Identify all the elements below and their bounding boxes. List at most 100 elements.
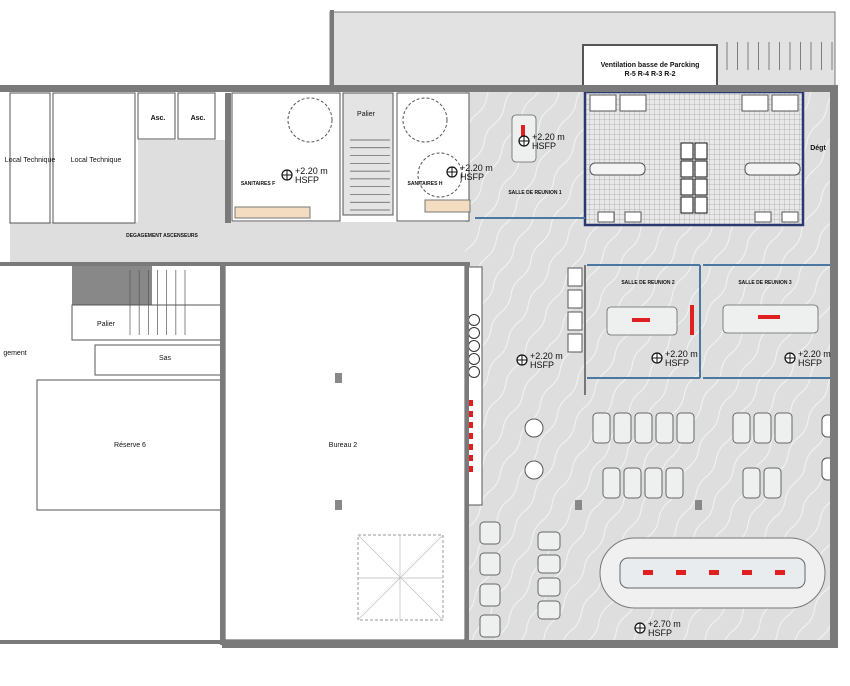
elevation-cross [517, 355, 527, 365]
round-table [524, 418, 544, 438]
label-sanitaires-h: SANITAIRES H [408, 181, 443, 187]
exterior-zone: Ventilation basse de Parcking R-5 R-4 R-… [329, 11, 836, 89]
equipment-marker [775, 570, 785, 575]
locker-column [465, 266, 583, 506]
elevation-value: +2.20 m [665, 349, 698, 359]
sink [754, 211, 772, 223]
sink [624, 211, 642, 223]
round-table [524, 460, 544, 480]
local-technique-1-room [9, 92, 51, 224]
elevation-cross [282, 170, 292, 180]
vanity-h [424, 199, 471, 213]
equipment-marker [467, 466, 473, 472]
lift-lobby-floor [138, 140, 228, 225]
label-rangement: gement [3, 350, 26, 357]
walls [0, 10, 838, 648]
label-local-technique-1: Local Technique [5, 157, 56, 164]
elevation-cross [785, 353, 795, 363]
elevation-unit: HSFP [532, 141, 556, 151]
locker [694, 196, 708, 214]
desk [665, 467, 684, 499]
skylight [357, 534, 444, 621]
phone-locker [567, 333, 583, 353]
label-palier-top: Palier [357, 111, 376, 118]
desk [774, 412, 793, 444]
desk [732, 412, 751, 444]
desk [479, 552, 501, 576]
desk [763, 467, 782, 499]
desk [634, 412, 653, 444]
desk [479, 614, 501, 638]
elevation-unit: HSFP [648, 628, 672, 638]
desk [537, 554, 561, 574]
label-salle-reunion-2: SALLE DE REUNION 2 [621, 280, 675, 286]
sanitary-fixtures [589, 94, 801, 223]
phone-locker [567, 289, 583, 309]
locker [694, 160, 708, 178]
equipment-marker [709, 570, 719, 575]
equipment-marker [467, 444, 473, 450]
desk [644, 467, 663, 499]
label-degagement: DEGAGEMENT ASCENSEURS [126, 233, 198, 239]
label-local-technique-2: Local Technique [71, 157, 122, 164]
ventilation-levels: R-5 R-4 R-3 R-2 [625, 71, 676, 78]
shower [741, 94, 769, 112]
desk [537, 531, 561, 551]
desk [742, 467, 761, 499]
equipment-marker [467, 400, 473, 406]
desk [479, 521, 501, 545]
label-degt: Dégt [810, 145, 826, 152]
locker-round [468, 340, 480, 352]
asc-1-room [137, 92, 176, 140]
label-asc-1: Asc. [151, 115, 166, 122]
equipment-marker [467, 433, 473, 439]
desk [753, 412, 772, 444]
skylight-lines [357, 534, 444, 621]
elevation-unit: HSFP [798, 358, 822, 368]
label-salle-reunion-1: SALLE DE REUNION 1 [508, 190, 562, 196]
open-space-furniture [357, 412, 835, 638]
equipment-marker [643, 570, 653, 575]
desk [537, 600, 561, 620]
sanitary-block [583, 90, 805, 227]
locker [680, 196, 694, 214]
equipment-marker [467, 411, 473, 417]
elevation-cross [652, 353, 662, 363]
elevation-unit: HSFP [530, 360, 554, 370]
elevation-cross [519, 136, 529, 146]
locker [680, 142, 694, 160]
sanitaires-f-room [231, 92, 341, 222]
shower [589, 94, 617, 112]
locker-round [468, 327, 480, 339]
elevation-unit: HSFP [295, 175, 319, 185]
stair [350, 139, 390, 211]
elevation-value: +2.20 m [530, 351, 563, 361]
label-salle-reunion-3: SALLE DE REUNION 3 [738, 280, 792, 286]
exterior-stair [726, 42, 833, 70]
locker [694, 142, 708, 160]
elevation-value: +2.20 m [460, 163, 493, 173]
locker [680, 178, 694, 196]
desk [479, 583, 501, 607]
elevation-cross [635, 623, 645, 633]
equipment-marker [632, 318, 650, 322]
desk [655, 412, 674, 444]
equipment-marker [467, 455, 473, 461]
sink [781, 211, 799, 223]
elevation-value: +2.20 m [798, 349, 831, 359]
elevation-cross [447, 167, 457, 177]
label-sanitaires-f: SANITAIRES F [241, 181, 275, 187]
sink [597, 211, 615, 223]
label-asc-2: Asc. [191, 115, 206, 122]
label-sas: Sas [159, 355, 172, 362]
equipment-marker [521, 125, 525, 145]
vanity-f [234, 206, 311, 219]
equipment-marker [467, 422, 473, 428]
phone-locker [567, 311, 583, 331]
